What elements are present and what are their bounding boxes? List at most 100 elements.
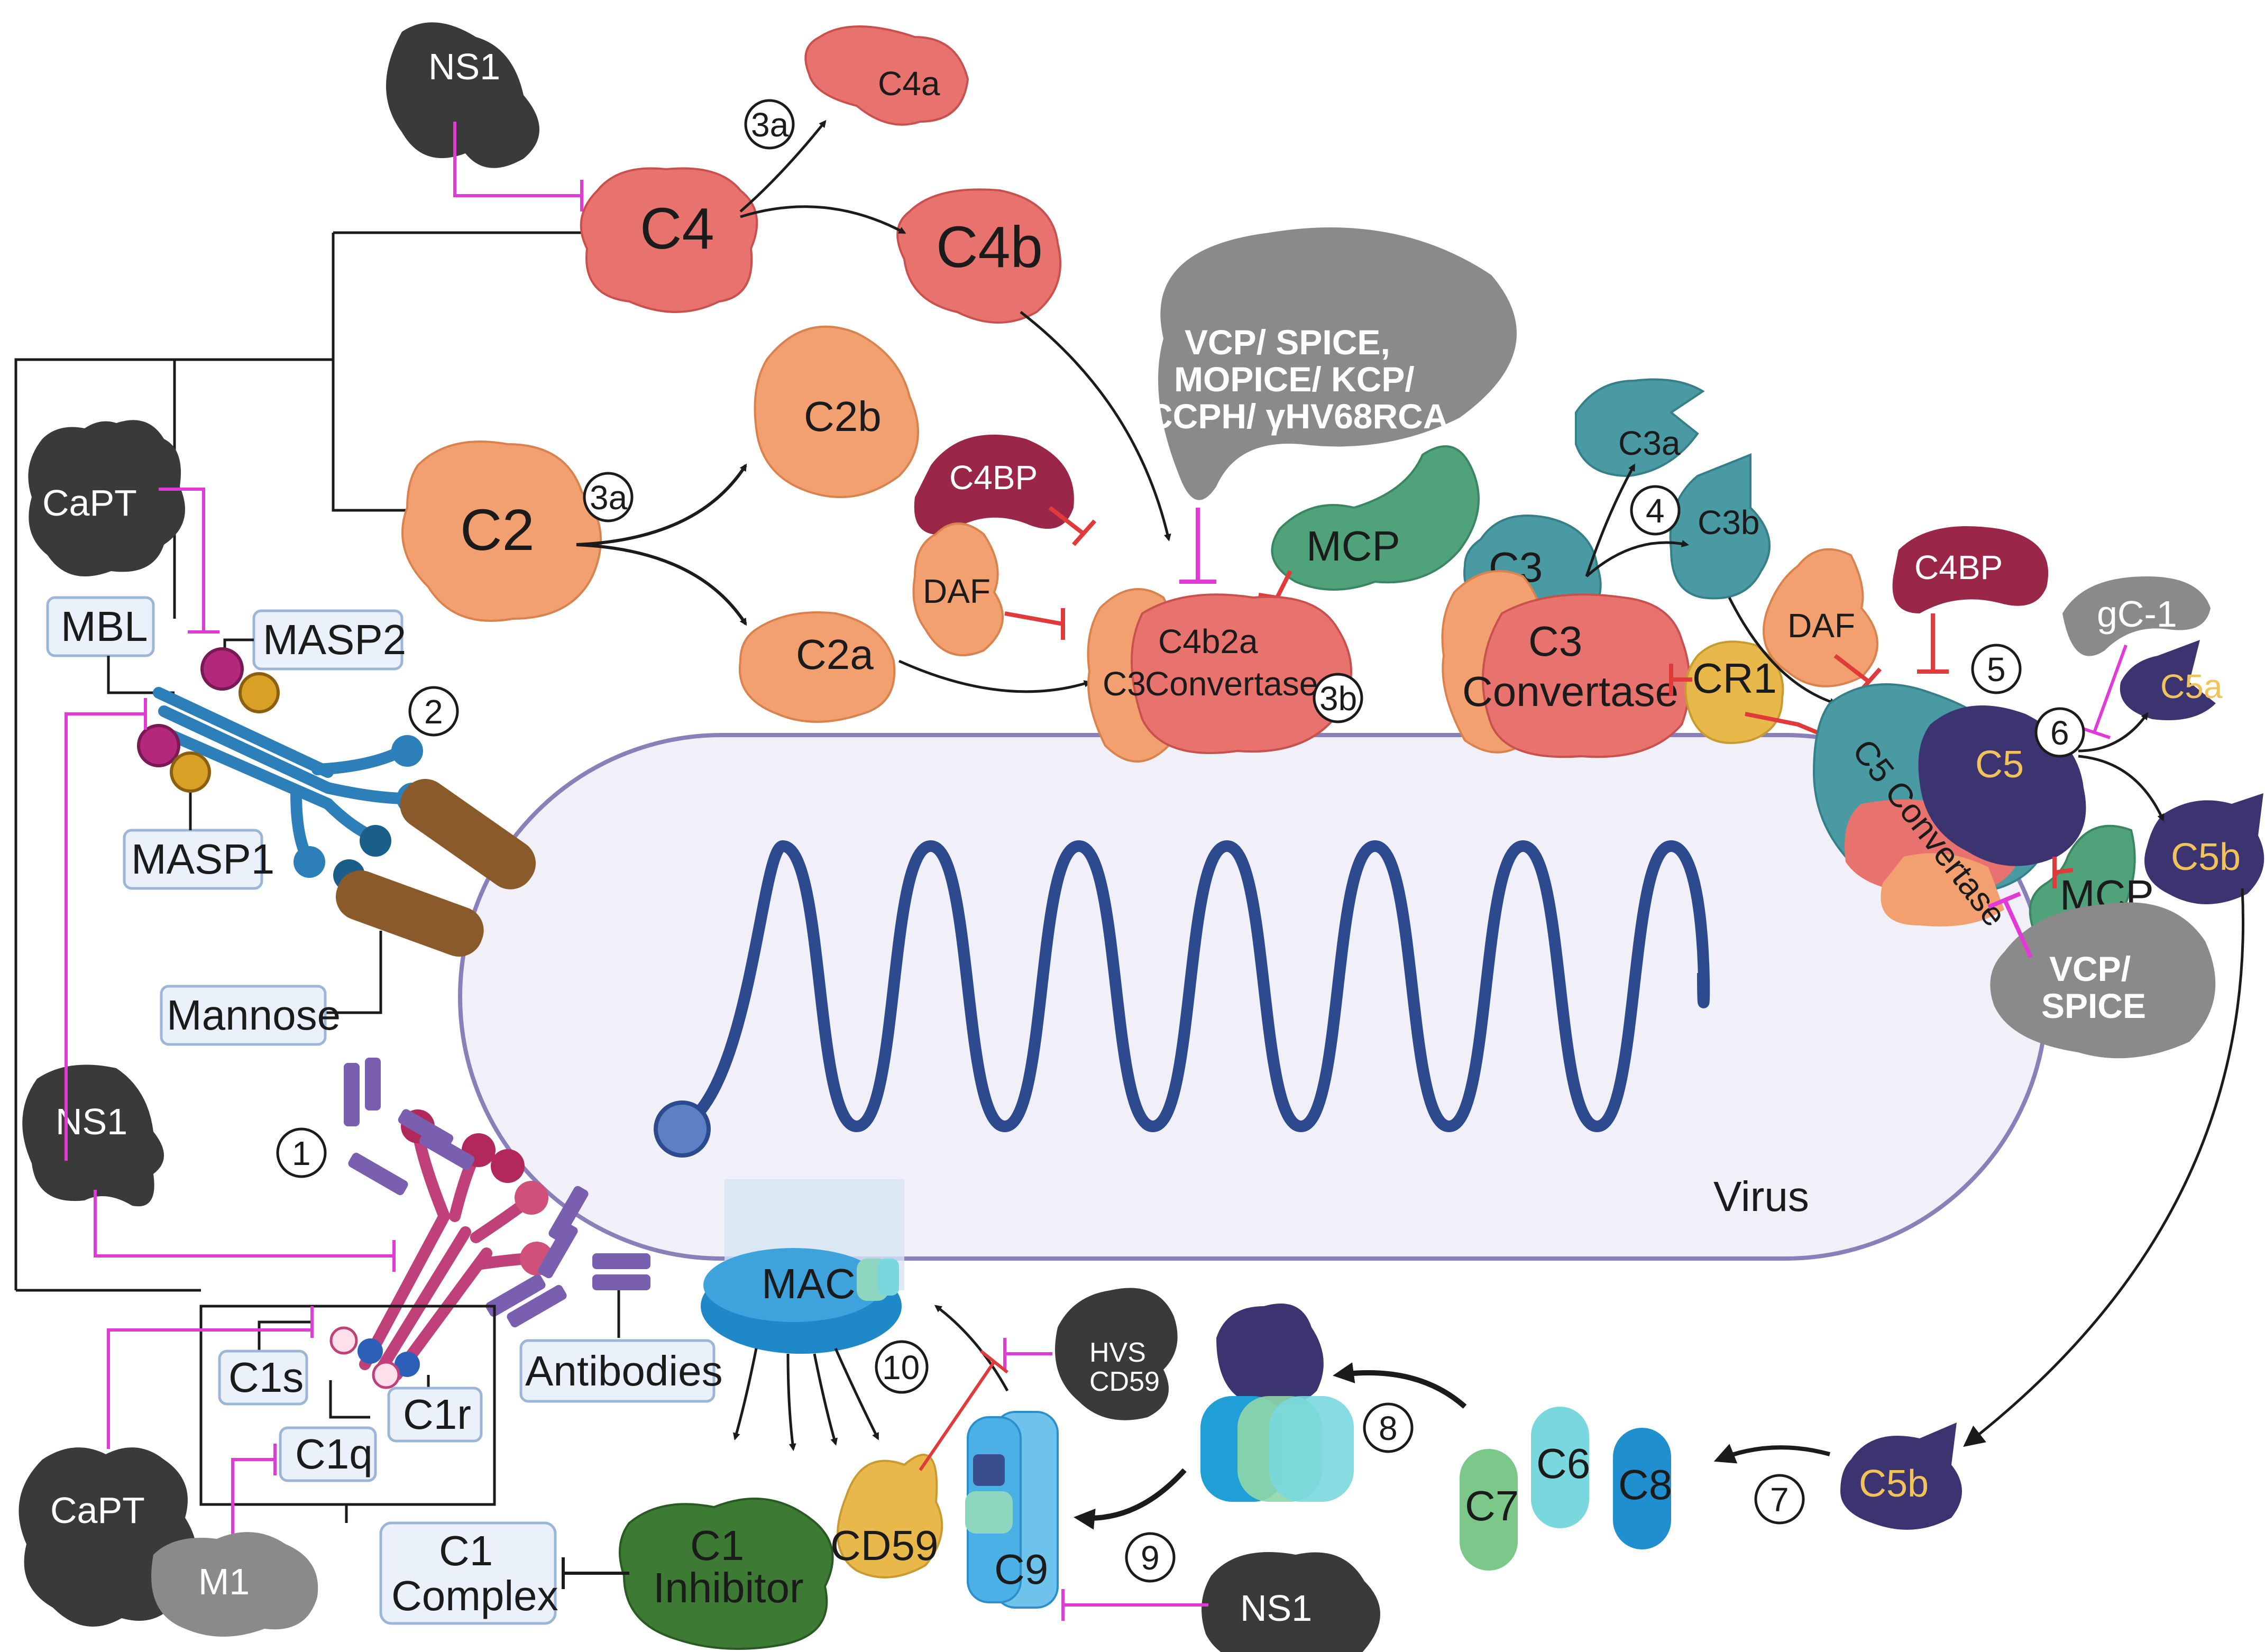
antibodies-box: Antibodies [519, 1339, 723, 1403]
c8-protein: C8 [1613, 1428, 1672, 1549]
step-4: 4 [1630, 485, 1681, 536]
hvs-cd59: HVS CD59 [1055, 1288, 1178, 1420]
c2b-protein: C2b [754, 325, 919, 498]
c3-convertase-label2: Convertase [1462, 668, 1679, 715]
c5b-lower: C5b [1840, 1422, 1962, 1530]
svg-text:1: 1 [292, 1134, 311, 1172]
vcp-spice-cloud: VCP/ SPICE, MOPICE/ KCP/ CCPH/ γHV68RCA [1148, 227, 1517, 500]
c3b-protein: C3b [1669, 453, 1771, 600]
arrow-c8-complex-to-c9 [1074, 1468, 1187, 1530]
gc1-inhibition [2093, 644, 2128, 733]
c2b-label: C2b [804, 393, 882, 440]
mbl-box: MBL [46, 596, 155, 657]
cd59-inhibition-bar [980, 1350, 1008, 1374]
antibody-icons [344, 1058, 650, 1328]
c1r-label: C1r [403, 1391, 471, 1438]
vcp-right-line2: SPICE [2041, 986, 2146, 1025]
arrow-c9-to-mac [934, 1305, 1009, 1392]
arrow-c3b-to-c5-convertase [1728, 596, 1837, 705]
ns1-bottom-label: NS1 [1240, 1587, 1312, 1629]
arrow-c5-to-c5b [2078, 755, 2165, 822]
step-5: 5 [1971, 644, 2022, 694]
svg-text:4: 4 [1646, 492, 1665, 530]
ns1-top-label: NS1 [428, 46, 500, 87]
vcp-right-inhibition-bar [1987, 892, 2021, 909]
virus-label: Virus [1713, 1173, 1809, 1220]
svg-text:6: 6 [2050, 714, 2069, 752]
m1-protein: M1 [151, 1532, 318, 1637]
daf-right-label: DAF [1787, 607, 1855, 645]
arrow-c5b-down [1963, 888, 2245, 1447]
c2-protein: C2 [401, 440, 602, 622]
arrow-c4-to-c4a [739, 120, 827, 213]
mac-pore-arrows [733, 1347, 879, 1451]
daf-right-inhibition [1833, 654, 1871, 684]
svg-text:7: 7 [1770, 1481, 1789, 1519]
c5-label: C5 [1975, 744, 2024, 786]
c4bp-left-label: C4BP [949, 458, 1038, 497]
c1q-label: C1q [295, 1430, 373, 1477]
step-3a-top: 3a [744, 99, 795, 150]
c1-complex-box: C1 Complex [379, 1521, 558, 1625]
c4b2a-convertase-label: Convertase [1145, 665, 1318, 703]
step-9: 9 [1125, 1532, 1176, 1583]
c5a-protein: C5a [2120, 640, 2223, 720]
c7-label: C7 [1465, 1482, 1519, 1529]
capt-bottom-label: CaPT [50, 1490, 145, 1531]
ns1-bottom: NS1 [1202, 1552, 1380, 1652]
c3a-label: C3a [1618, 424, 1681, 462]
c2a-label: C2a [796, 631, 874, 678]
c1-inhibitor-line1: C1 [690, 1522, 744, 1569]
c1s-connector [258, 1320, 312, 1356]
gc1-protein: gC-1 [2062, 576, 2211, 656]
c1q-connector [329, 1380, 370, 1419]
svg-text:8: 8 [1379, 1409, 1398, 1447]
c2-label: C2 [460, 498, 535, 563]
svg-text:3a: 3a [590, 479, 628, 517]
cd59-inhibition [919, 1361, 996, 1471]
arrow-c678-to-complex [1333, 1362, 1467, 1409]
c4b2a-convertase: C4b2a C3 Convertase [1087, 588, 1352, 763]
daf-left: DAF [912, 522, 1004, 656]
arrow-c5b-to-c678 [1713, 1444, 1831, 1464]
arrow-c4b-to-convertase [1020, 311, 1171, 542]
capt-bottom-inhibition-line [107, 1328, 312, 1449]
c4bp-right: C4BP [1892, 526, 2049, 613]
c4bp-right-label: C4BP [1914, 548, 2003, 586]
c3-convertase: C3 Convertase [1441, 570, 1691, 758]
mcp-top-label: MCP [1306, 522, 1400, 570]
ns1-top-inhibition-line [453, 122, 582, 197]
vcp-cloud-line2: MOPICE/ KCP/ [1174, 360, 1415, 399]
cr1-label: CR1 [1692, 655, 1777, 702]
c4bp-left: C4BP [914, 434, 1074, 535]
hvs-cd59-line2: CD59 [1089, 1366, 1160, 1397]
c1-inhibitor: C1 Inhibitor [619, 1498, 834, 1650]
c4b-label: C4b [936, 215, 1043, 280]
c3b-label: C3b [1698, 503, 1759, 542]
c4b-protein: C4b [896, 188, 1061, 324]
c5a-label: C5a [2160, 667, 2223, 705]
masp2-label: MASP2 [263, 616, 406, 663]
m1-label: M1 [198, 1561, 250, 1602]
mcp-top-inhibition [1275, 570, 1292, 599]
mannose-structure [336, 779, 536, 957]
hvs-cd59-line1: HVS [1089, 1337, 1146, 1368]
arrow-c2-to-c2b [576, 463, 747, 546]
vcp-cloud-line1: VCP/ SPICE, [1185, 323, 1390, 362]
step-6: 6 [2034, 707, 2085, 758]
arrow-c4-to-c4b [740, 205, 906, 234]
capt-top-inhibition-line [159, 488, 205, 632]
c5b-upper-label: C5b [2171, 836, 2241, 878]
c3a-protein: C3a [1575, 378, 1705, 478]
c5b-lower-label: C5b [1859, 1463, 1929, 1505]
c4b2a-c3-label: C3 [1103, 665, 1146, 703]
mannose-label: Mannose [167, 992, 341, 1039]
svg-text:3a: 3a [751, 106, 789, 144]
c4-label: C4 [640, 196, 714, 261]
c6-protein: C6 [1531, 1407, 1590, 1528]
vcp-spice-right: VCP/ SPICE [1990, 902, 2216, 1059]
arrow-c5-to-c5a [2078, 712, 2149, 752]
helix-end-bead [654, 1100, 711, 1158]
vcp-right-line1: VCP/ [2049, 949, 2131, 988]
